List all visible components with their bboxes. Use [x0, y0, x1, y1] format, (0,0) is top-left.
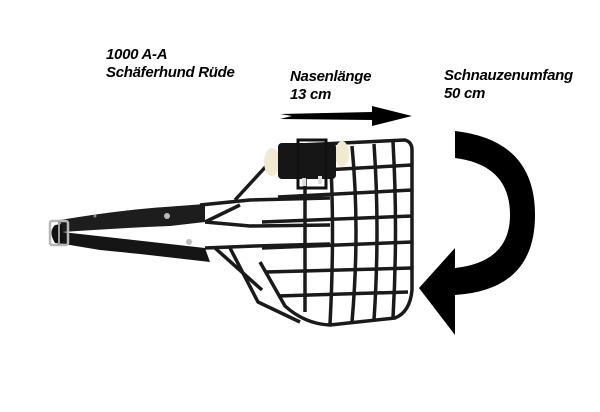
leather-strap [51, 204, 210, 262]
snout-circumference-title: Schnauzenumfang [444, 67, 573, 84]
nose-length-value: 13 cm [290, 86, 332, 103]
nose-length-label: Nasenlänge 13 cm [290, 68, 372, 104]
straight-arrow-icon [280, 106, 412, 126]
nose-padding [264, 138, 349, 190]
curved-arrow-icon [419, 131, 535, 335]
snout-circumference-value: 50 cm [444, 85, 486, 102]
nose-length-title: Nasenlänge [290, 68, 372, 85]
buckle-icon [48, 219, 70, 247]
product-title: 1000 A-A Schäferhund Rüde [106, 46, 235, 82]
snout-circumference-label: Schnauzenumfang 50 cm [444, 67, 573, 103]
product-model: 1000 A-A [106, 46, 168, 63]
muzzle-cage [199, 138, 414, 327]
product-breed: Schäferhund Rüde [106, 64, 235, 81]
